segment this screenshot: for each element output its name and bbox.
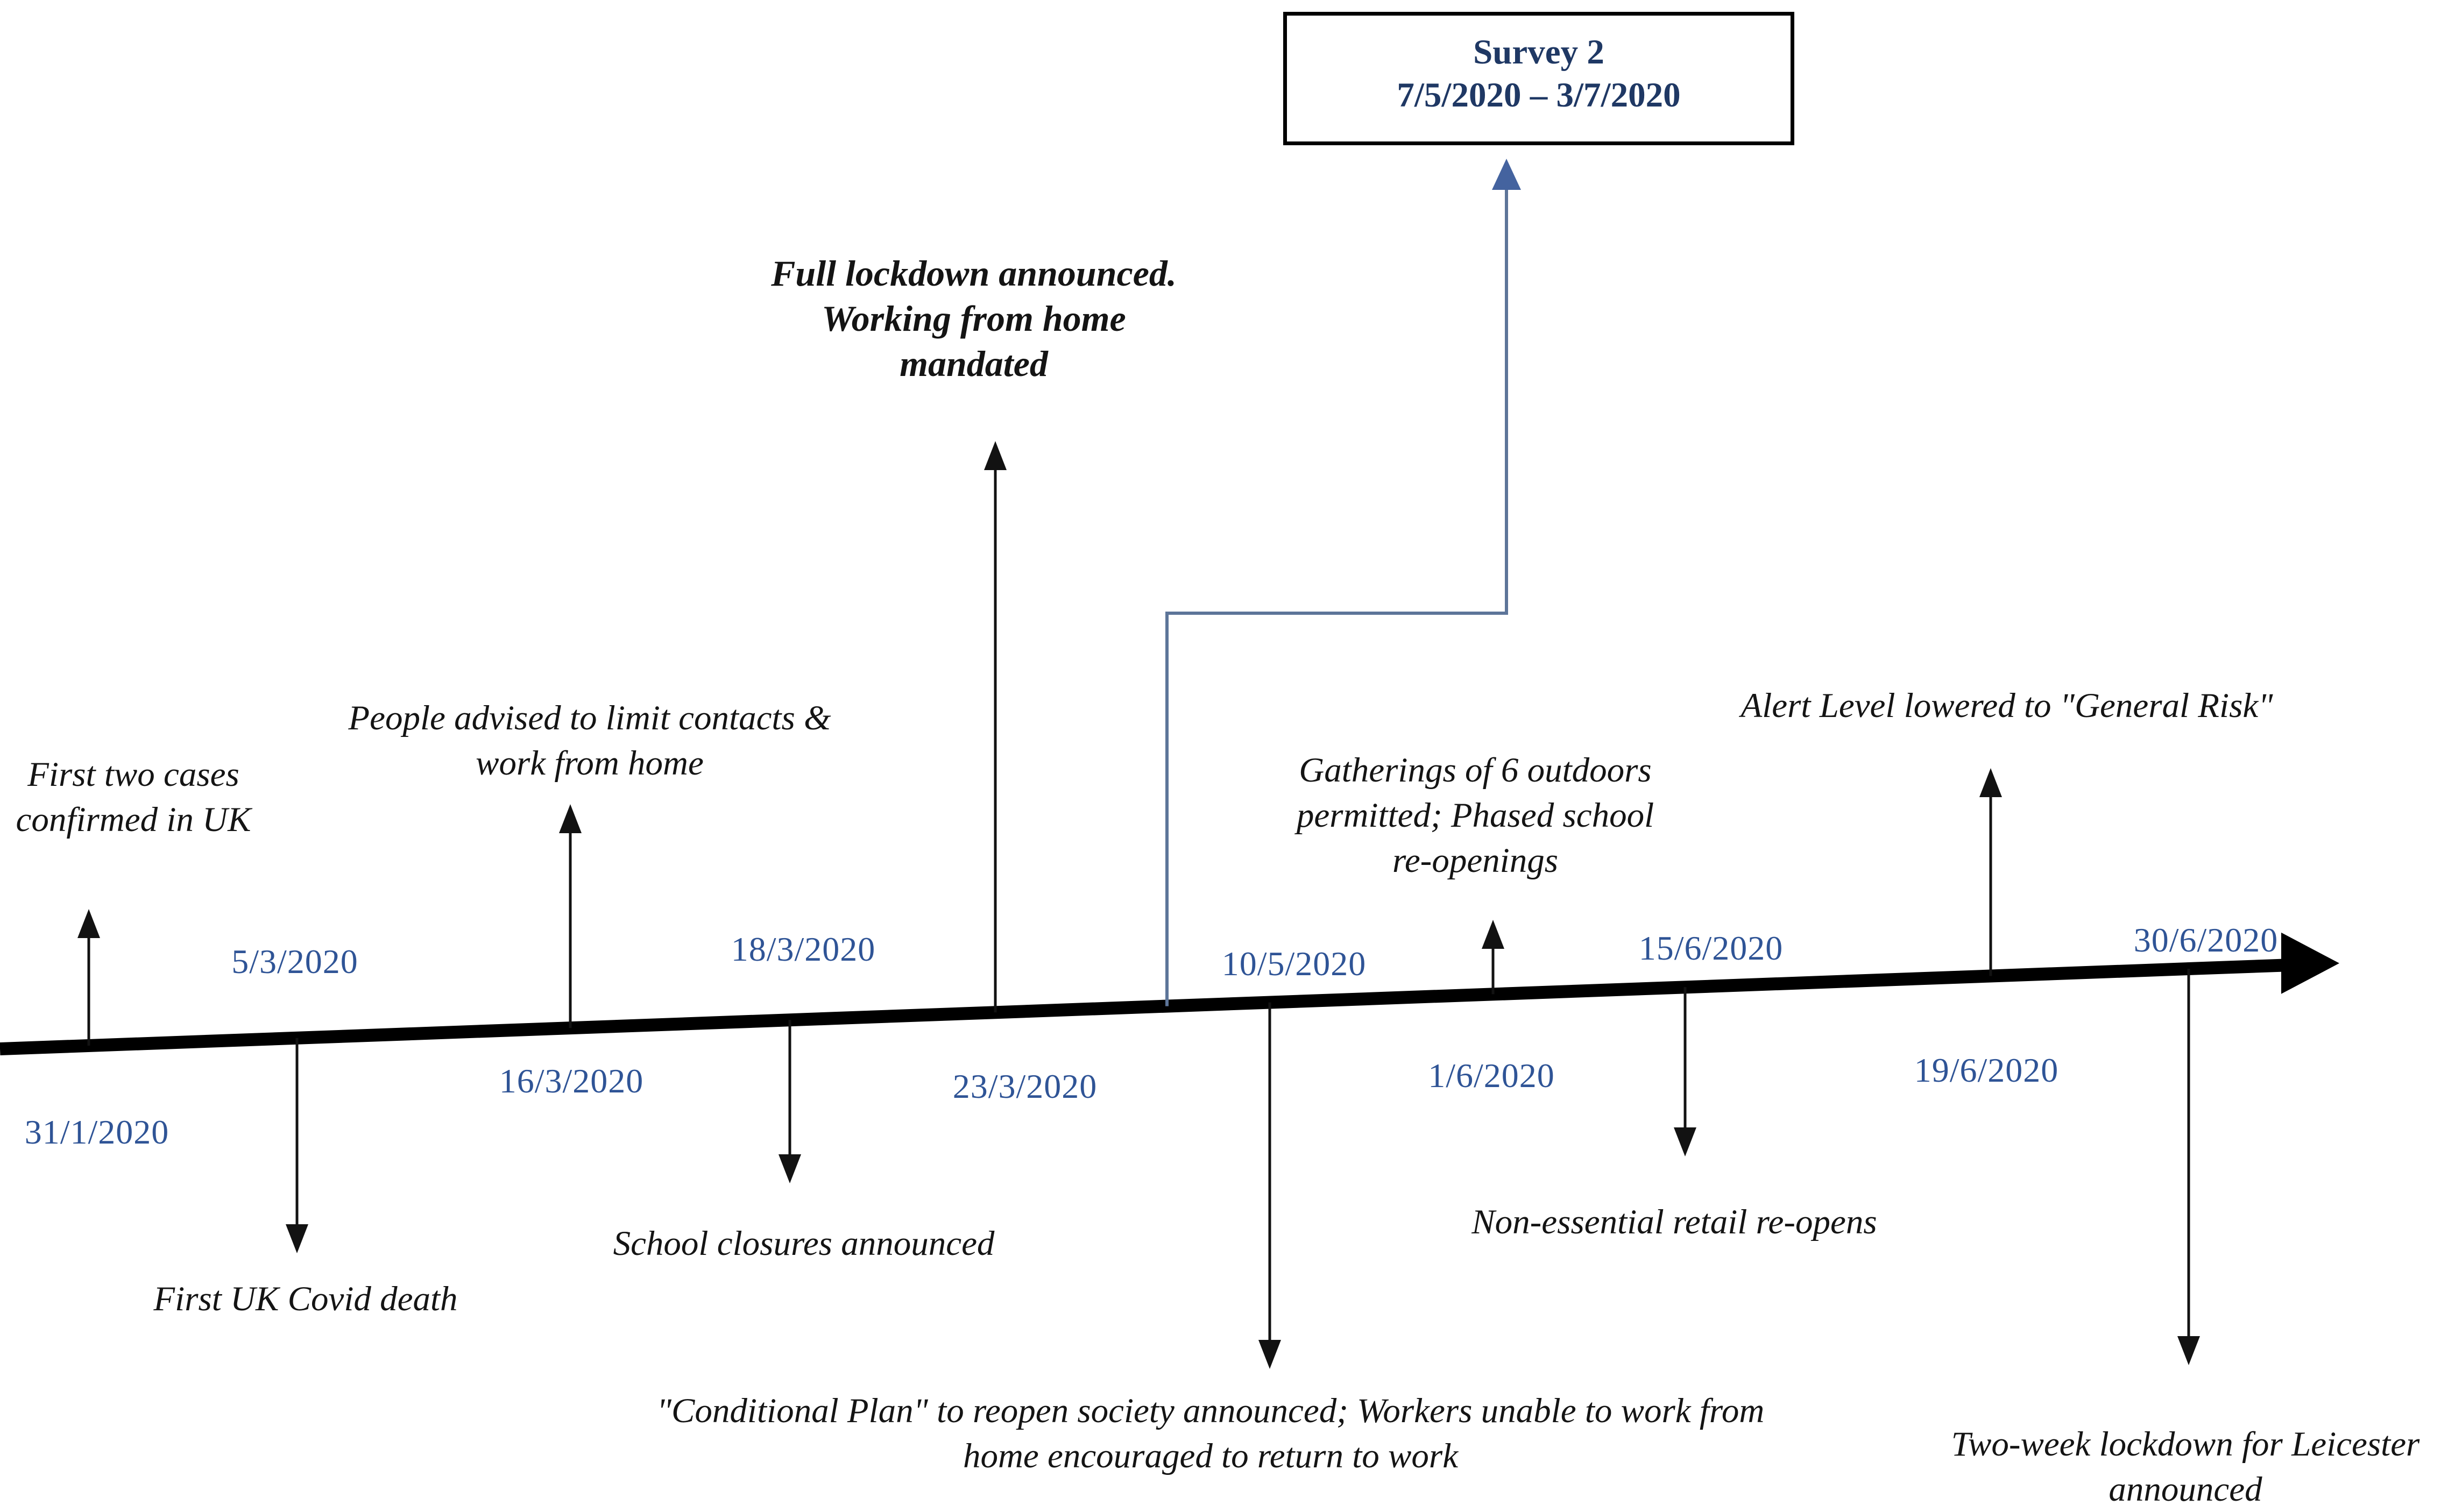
event-arrowhead-alert-level-lowered xyxy=(1979,768,2002,797)
event-arrowhead-first-uk-cases xyxy=(77,909,100,938)
date-label-outdoor-gatherings: 1/6/2020 xyxy=(1428,1056,1555,1095)
event-text-line-full-lockdown: Full lockdown announced. xyxy=(771,253,1177,294)
event-text-line-leicester-lockdown: Two-week lockdown for Leicester xyxy=(1951,1425,2420,1464)
survey-box-date-range: 7/5/2020 – 3/7/2020 xyxy=(1397,76,1681,115)
event-text-line-conditional-plan: home encouraged to return to work xyxy=(963,1437,1459,1475)
event-text-school-closures: School closures announced xyxy=(613,1221,995,1266)
event-text-first-uk-cases: First two cases confirmed in UK xyxy=(16,752,251,842)
event-text-line-limit-contacts-advice: People advised to limit contacts & xyxy=(348,699,831,737)
event-text-line-first-uk-cases: First two cases xyxy=(27,755,239,794)
event-text-full-lockdown: Full lockdown announced.Working from hom… xyxy=(771,251,1177,386)
event-text-limit-contacts-advice: People advised to limit contacts & work f… xyxy=(348,695,831,786)
date-label-full-lockdown: 23/3/2020 xyxy=(952,1067,1098,1105)
date-label-retail-reopens: 15/6/2020 xyxy=(1638,929,1784,967)
event-text-line-conditional-plan: "Conditional Plan" to reopen society ann… xyxy=(656,1392,1765,1430)
event-text-line-retail-reopens: Non-essential retail re-opens xyxy=(1471,1203,1877,1241)
event-text-line-first-uk-cases: confirmed in UK xyxy=(16,800,251,839)
survey-connector-arrowhead xyxy=(1492,159,1521,190)
event-arrowhead-limit-contacts-advice xyxy=(559,804,582,833)
event-text-line-full-lockdown: mandated xyxy=(900,343,1048,384)
event-text-line-school-closures: School closures announced xyxy=(613,1224,995,1263)
event-text-alert-level-lowered: Alert Level lowered to "General Risk" xyxy=(1741,683,2273,728)
event-text-line-outdoor-gatherings: permitted; Phased school xyxy=(1296,796,1654,835)
event-text-leicester-lockdown: Two-week lockdown for Leicester announced xyxy=(1951,1422,2420,1512)
date-label-first-uk-covid-death: 5/3/2020 xyxy=(231,942,358,981)
event-arrowhead-retail-reopens xyxy=(1674,1127,1696,1156)
date-label-school-closures: 18/3/2020 xyxy=(731,930,876,968)
event-arrowhead-full-lockdown xyxy=(984,441,1007,470)
event-text-line-alert-level-lowered: Alert Level lowered to "General Risk" xyxy=(1741,686,2273,725)
event-text-outdoor-gatherings: Gatherings of 6 outdoors permitted; Phase… xyxy=(1297,748,1654,883)
survey-box-title: Survey 2 xyxy=(1473,33,1604,72)
event-text-line-limit-contacts-advice: work from home xyxy=(476,744,704,783)
event-arrowhead-leicester-lockdown xyxy=(2177,1336,2200,1365)
event-arrowhead-first-uk-covid-death xyxy=(286,1224,308,1253)
event-text-retail-reopens: Non-essential retail re-opens xyxy=(1471,1199,1877,1245)
event-arrowhead-conditional-plan xyxy=(1258,1340,1281,1369)
survey-period-box: Survey 2 7/5/2020 – 3/7/2020 xyxy=(1283,12,1794,145)
event-arrowhead-outdoor-gatherings xyxy=(1482,920,1504,949)
event-text-conditional-plan: "Conditional Plan" to reopen society ann… xyxy=(657,1388,1765,1479)
event-text-line-full-lockdown: Working from home xyxy=(822,298,1126,339)
event-text-line-outdoor-gatherings: re-openings xyxy=(1392,841,1559,880)
event-arrowhead-school-closures xyxy=(779,1154,801,1183)
date-label-alert-level-lowered: 19/6/2020 xyxy=(1914,1051,2059,1089)
timeline-arrowhead xyxy=(2281,932,2339,994)
date-label-limit-contacts-advice: 16/3/2020 xyxy=(499,1062,644,1100)
survey-connector-line xyxy=(1165,187,1508,1006)
date-label-leicester-lockdown: 30/6/2020 xyxy=(2133,921,2279,959)
date-label-conditional-plan: 10/5/2020 xyxy=(1221,945,1367,983)
event-text-line-outdoor-gatherings: Gatherings of 6 outdoors xyxy=(1299,751,1652,790)
event-text-line-leicester-lockdown: announced xyxy=(2109,1470,2262,1509)
timeline-bar xyxy=(0,959,2293,1055)
event-text-first-uk-covid-death: First UK Covid death xyxy=(153,1276,457,1322)
event-text-line-first-uk-covid-death: First UK Covid death xyxy=(153,1280,458,1318)
date-label-first-uk-cases: 31/1/2020 xyxy=(24,1113,169,1151)
